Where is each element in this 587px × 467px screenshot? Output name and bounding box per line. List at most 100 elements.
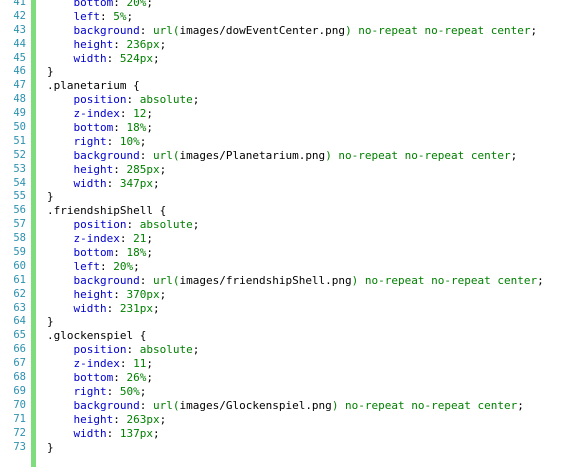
code-token-val: 5% <box>113 9 127 23</box>
code-line[interactable]: 60 left: 20%; <box>0 260 587 274</box>
code-token-punct: : <box>106 176 120 190</box>
line-number: 72 <box>13 426 26 439</box>
line-number: 45 <box>13 51 26 64</box>
code-line[interactable]: 69 right: 50%; <box>0 385 587 399</box>
code-line[interactable]: 41 bottom: 20%; <box>0 0 587 10</box>
code-line[interactable]: 46} <box>0 65 587 79</box>
code-token-punct: : <box>106 134 120 148</box>
code-token-punct <box>47 274 74 287</box>
code-token-punct: : <box>126 218 140 232</box>
code-text: width: 347px; <box>47 177 160 191</box>
line-number: 58 <box>13 232 26 245</box>
code-token-punct: : <box>139 148 153 162</box>
code-token-prop: z-index <box>73 357 120 371</box>
code-text: position: absolute; <box>47 343 200 357</box>
code-token-val: 21 <box>133 232 147 246</box>
code-line[interactable]: 54 width: 347px; <box>0 177 587 191</box>
code-token-val: ) no-repeat no-repeat center <box>331 398 518 412</box>
code-line[interactable]: 50 bottom: 18%; <box>0 121 587 135</box>
code-line[interactable]: 51 right: 10%; <box>0 135 587 149</box>
code-token-punct: : <box>126 93 140 107</box>
code-text: width: 231px; <box>47 302 160 316</box>
code-token-val: 10% <box>119 134 140 148</box>
code-token-punct: : <box>113 37 127 51</box>
code-text: height: 285px; <box>47 162 167 177</box>
line-number: 60 <box>13 259 26 272</box>
line-number: 70 <box>13 398 26 411</box>
line-number: 50 <box>13 121 26 134</box>
code-line[interactable]: 73} <box>0 441 587 455</box>
code-line[interactable]: 49 z-index: 12; <box>0 107 587 121</box>
code-token-punct: : <box>106 51 120 65</box>
code-line[interactable]: 45 width: 524px; <box>0 52 587 66</box>
code-token-punct <box>47 10 74 23</box>
code-text: background: url(images/friendshipShell.p… <box>47 274 544 288</box>
line-number: 67 <box>13 357 26 370</box>
code-line[interactable]: 66 position: absolute; <box>0 343 587 357</box>
code-token-punct: images/Planetarium.png <box>179 148 326 162</box>
code-token-prop: height <box>73 162 114 176</box>
code-text: left: 5%; <box>47 9 134 24</box>
code-token-val: 18% <box>126 246 147 260</box>
code-text: background: url(images/dowEventCenter.pn… <box>47 24 538 38</box>
code-text: right: 10%; <box>47 134 147 149</box>
code-line[interactable]: 47.planetarium { <box>0 79 587 93</box>
code-token-punct <box>47 427 74 440</box>
code-line[interactable]: 56.friendshipShell { <box>0 204 587 218</box>
code-token-punct: ; <box>146 357 153 371</box>
code-line[interactable]: 71 height: 263px; <box>0 413 587 427</box>
code-token-prop: right <box>73 384 107 398</box>
code-line[interactable]: 53 height: 285px; <box>0 163 587 177</box>
code-line[interactable]: 64} <box>0 315 587 329</box>
code-token-punct: : <box>119 357 134 371</box>
code-token-punct: : <box>126 343 140 357</box>
code-token-val: absolute <box>139 218 193 232</box>
code-token-punct: : <box>113 287 127 301</box>
code-token-prop: width <box>73 176 107 190</box>
code-token-punct: { <box>126 79 140 93</box>
code-line[interactable]: 67 z-index: 11; <box>0 357 587 371</box>
code-area[interactable]: 41 bottom: 20%;42 left: 5%;43 background… <box>0 0 587 454</box>
code-token-punct: : <box>113 412 127 426</box>
code-line[interactable]: 48 position: absolute; <box>0 93 587 107</box>
code-token-prop: height <box>73 412 114 426</box>
code-token-punct <box>47 24 74 37</box>
code-line[interactable]: 70 background: url(images/Glockenspiel.p… <box>0 399 587 413</box>
code-line[interactable]: 61 background: url(images/friendshipShel… <box>0 274 587 288</box>
code-token-punct: } <box>47 440 54 454</box>
code-token-prop: bottom <box>73 121 114 135</box>
code-line[interactable]: 44 height: 236px; <box>0 38 587 52</box>
code-line[interactable]: 63 width: 231px; <box>0 302 587 316</box>
code-line[interactable]: 57 position: absolute; <box>0 218 587 232</box>
code-token-val: 370px <box>126 287 160 301</box>
code-line[interactable]: 65.glockenspiel { <box>0 329 587 343</box>
code-token-punct <box>47 413 74 426</box>
code-text: bottom: 18%; <box>47 121 154 135</box>
code-token-punct: : <box>106 384 120 398</box>
code-line[interactable]: 42 left: 5%; <box>0 10 587 24</box>
code-token-prop: background <box>73 273 140 287</box>
code-line[interactable]: 58 z-index: 21; <box>0 232 587 246</box>
code-line[interactable]: 43 background: url(images/dowEventCenter… <box>0 24 587 38</box>
code-token-punct <box>47 343 74 356</box>
line-number-gutter <box>0 0 30 467</box>
code-token-prop: width <box>73 426 107 440</box>
code-token-punct: ; <box>146 0 153 9</box>
code-line[interactable]: 72 width: 137px; <box>0 427 587 441</box>
line-number: 64 <box>13 315 26 328</box>
code-token-val: ) no-repeat no-repeat center <box>325 148 511 162</box>
code-line[interactable]: 59 bottom: 18%; <box>0 246 587 260</box>
code-token-punct: ; <box>126 9 134 23</box>
code-token-punct <box>47 246 74 259</box>
code-token-punct: images/friendshipShell.png <box>179 273 352 287</box>
code-token-val: 263px <box>126 412 160 426</box>
code-line[interactable]: 62 height: 370px; <box>0 288 587 302</box>
code-line[interactable]: 52 background: url(images/Planetarium.pn… <box>0 149 587 163</box>
line-number: 49 <box>13 107 26 120</box>
code-line[interactable]: 55} <box>0 190 587 204</box>
line-number: 65 <box>13 329 26 342</box>
code-line[interactable]: 68 bottom: 26%; <box>0 371 587 385</box>
code-token-punct <box>47 218 74 231</box>
code-token-prop: width <box>73 301 107 315</box>
